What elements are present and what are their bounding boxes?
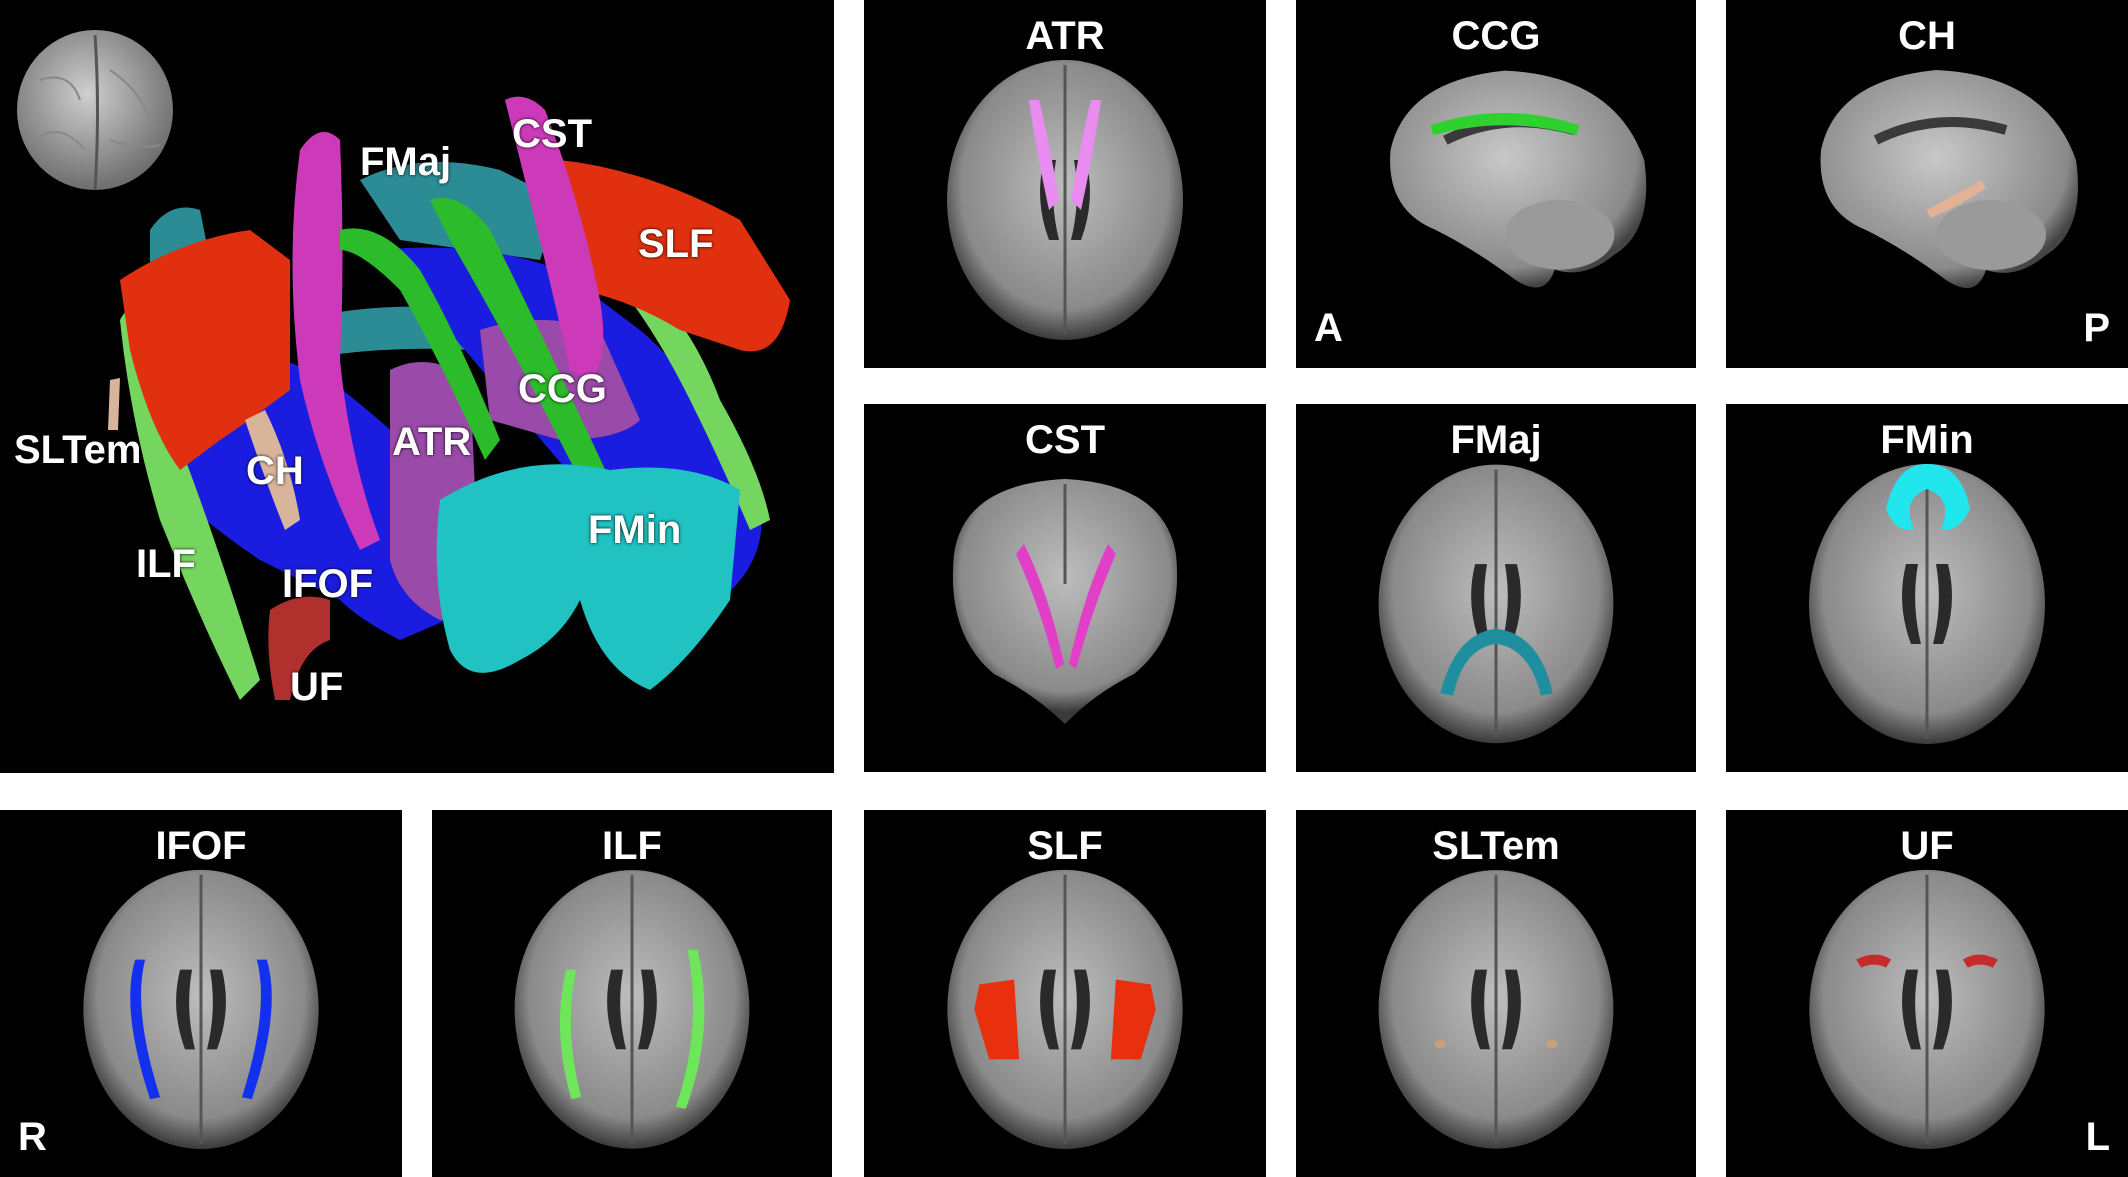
orientation-label-r: R bbox=[18, 1115, 47, 1159]
brain-slice-slf bbox=[947, 869, 1183, 1150]
label-3d-ifof: IFOF bbox=[282, 562, 374, 606]
brain-slice-ch bbox=[1820, 70, 2078, 288]
tract-overlay-ilf bbox=[559, 949, 705, 1109]
brain-slice-ilf bbox=[514, 870, 750, 1149]
brain-slice-atr bbox=[947, 60, 1183, 340]
brain-slice-ifof bbox=[83, 869, 319, 1150]
tract-overlay-uf bbox=[1856, 954, 1998, 968]
slice-title-ch: CH bbox=[1898, 14, 1956, 58]
tract-slf-left-shape bbox=[120, 230, 290, 470]
slice-image-ifof bbox=[83, 869, 319, 1150]
label-3d-ch: CH bbox=[246, 449, 304, 493]
tract-overlay-slf bbox=[974, 979, 1156, 1060]
slice-panel-sltem: SLTem bbox=[1296, 810, 1696, 1177]
orientation-label-l: L bbox=[2085, 1115, 2110, 1159]
tract-cst-left-shape bbox=[292, 132, 380, 550]
tract-3d-rendering: FMaj CST SLF CCG SLTem CH ATR FMin ILF I… bbox=[0, 0, 834, 773]
slice-title-uf: UF bbox=[1900, 824, 1954, 868]
slice-image-uf bbox=[1809, 869, 2045, 1150]
tract-ccg-right-shape bbox=[430, 198, 610, 500]
slice-panel-atr: ATR bbox=[864, 0, 1266, 368]
slice-title-ccg: CCG bbox=[1451, 14, 1541, 58]
tract-overlay-ch bbox=[1926, 180, 1986, 218]
label-3d-ilf: ILF bbox=[136, 542, 196, 586]
brain-slice-fmin bbox=[1809, 464, 2045, 744]
label-3d-fmin: FMin bbox=[588, 508, 682, 552]
slice-image-sltem bbox=[1378, 870, 1614, 1149]
slice-image-atr bbox=[947, 60, 1183, 340]
brain-slice-cst bbox=[952, 479, 1178, 724]
slice-image-slf bbox=[947, 869, 1183, 1150]
slice-panel-fmaj: FMaj bbox=[1296, 404, 1696, 772]
slice-title-sltem: SLTem bbox=[1432, 824, 1560, 868]
tract-overlay-fmaj bbox=[1440, 628, 1553, 696]
tract-overlay-cst bbox=[1016, 544, 1116, 669]
slice-panel-ifof: IFOF R bbox=[0, 810, 402, 1177]
orientation-label-p: P bbox=[2083, 306, 2110, 350]
brain-slice-sltem bbox=[1378, 870, 1614, 1149]
brain-slice-fmaj bbox=[1378, 464, 1614, 744]
slice-title-fmaj: FMaj bbox=[1450, 418, 1542, 462]
label-3d-cst: CST bbox=[512, 112, 592, 156]
slice-image-cst bbox=[952, 479, 1178, 724]
slice-panel-ilf: ILF bbox=[432, 810, 832, 1177]
label-3d-slf: SLF bbox=[638, 222, 714, 266]
slice-panel-fmin: FMin bbox=[1726, 404, 2128, 772]
tract-overlay-fmin bbox=[1886, 464, 1970, 530]
label-3d-ccg: CCG bbox=[518, 367, 607, 411]
slice-panel-slf: SLF bbox=[864, 810, 1266, 1177]
slice-image-fmin bbox=[1809, 464, 2045, 744]
brain-thumbnail bbox=[17, 30, 173, 191]
slice-panel-cst: CST bbox=[864, 404, 1266, 772]
tract-overlay-ccg bbox=[1430, 112, 1580, 136]
tract-slf-right-shape bbox=[560, 160, 790, 352]
label-3d-atr: ATR bbox=[392, 420, 472, 464]
orientation-label-a: A bbox=[1314, 306, 1343, 350]
slice-title-slf: SLF bbox=[1027, 824, 1103, 868]
tract-ccg-left-shape bbox=[340, 228, 500, 460]
slice-panel-ch: CH P bbox=[1726, 0, 2128, 368]
slice-image-ch bbox=[1820, 70, 2078, 288]
tract-fmin-shape bbox=[436, 464, 740, 690]
tract-overlay-atr bbox=[1029, 100, 1101, 210]
slice-image-ccg bbox=[1390, 70, 1647, 288]
tract-overlay-sltem bbox=[1434, 1040, 1558, 1049]
slice-title-atr: ATR bbox=[1025, 14, 1105, 58]
slice-title-cst: CST bbox=[1025, 418, 1105, 462]
tract-overlay-ifof bbox=[130, 959, 272, 1100]
slice-title-ifof: IFOF bbox=[155, 824, 247, 868]
tract-ch-shape bbox=[245, 410, 300, 530]
slice-panel-ccg: CCG A bbox=[1296, 0, 1696, 368]
tract-3d-scene bbox=[17, 30, 790, 700]
brain-slice-uf bbox=[1809, 869, 2045, 1150]
label-3d-sltem: SLTem bbox=[14, 428, 142, 472]
slice-image-fmaj bbox=[1378, 464, 1614, 744]
tract-uf-shape bbox=[268, 596, 330, 700]
slice-title-ilf: ILF bbox=[602, 824, 662, 868]
brain-slice-ccg bbox=[1390, 70, 1647, 288]
label-3d-fmaj: FMaj bbox=[360, 140, 452, 184]
tract-cst-right-shape bbox=[505, 96, 604, 381]
slice-panel-uf: UF L bbox=[1726, 810, 2128, 1177]
label-3d-uf: UF bbox=[290, 665, 344, 709]
slice-image-ilf bbox=[514, 870, 750, 1149]
slice-title-fmin: FMin bbox=[1880, 418, 1974, 462]
